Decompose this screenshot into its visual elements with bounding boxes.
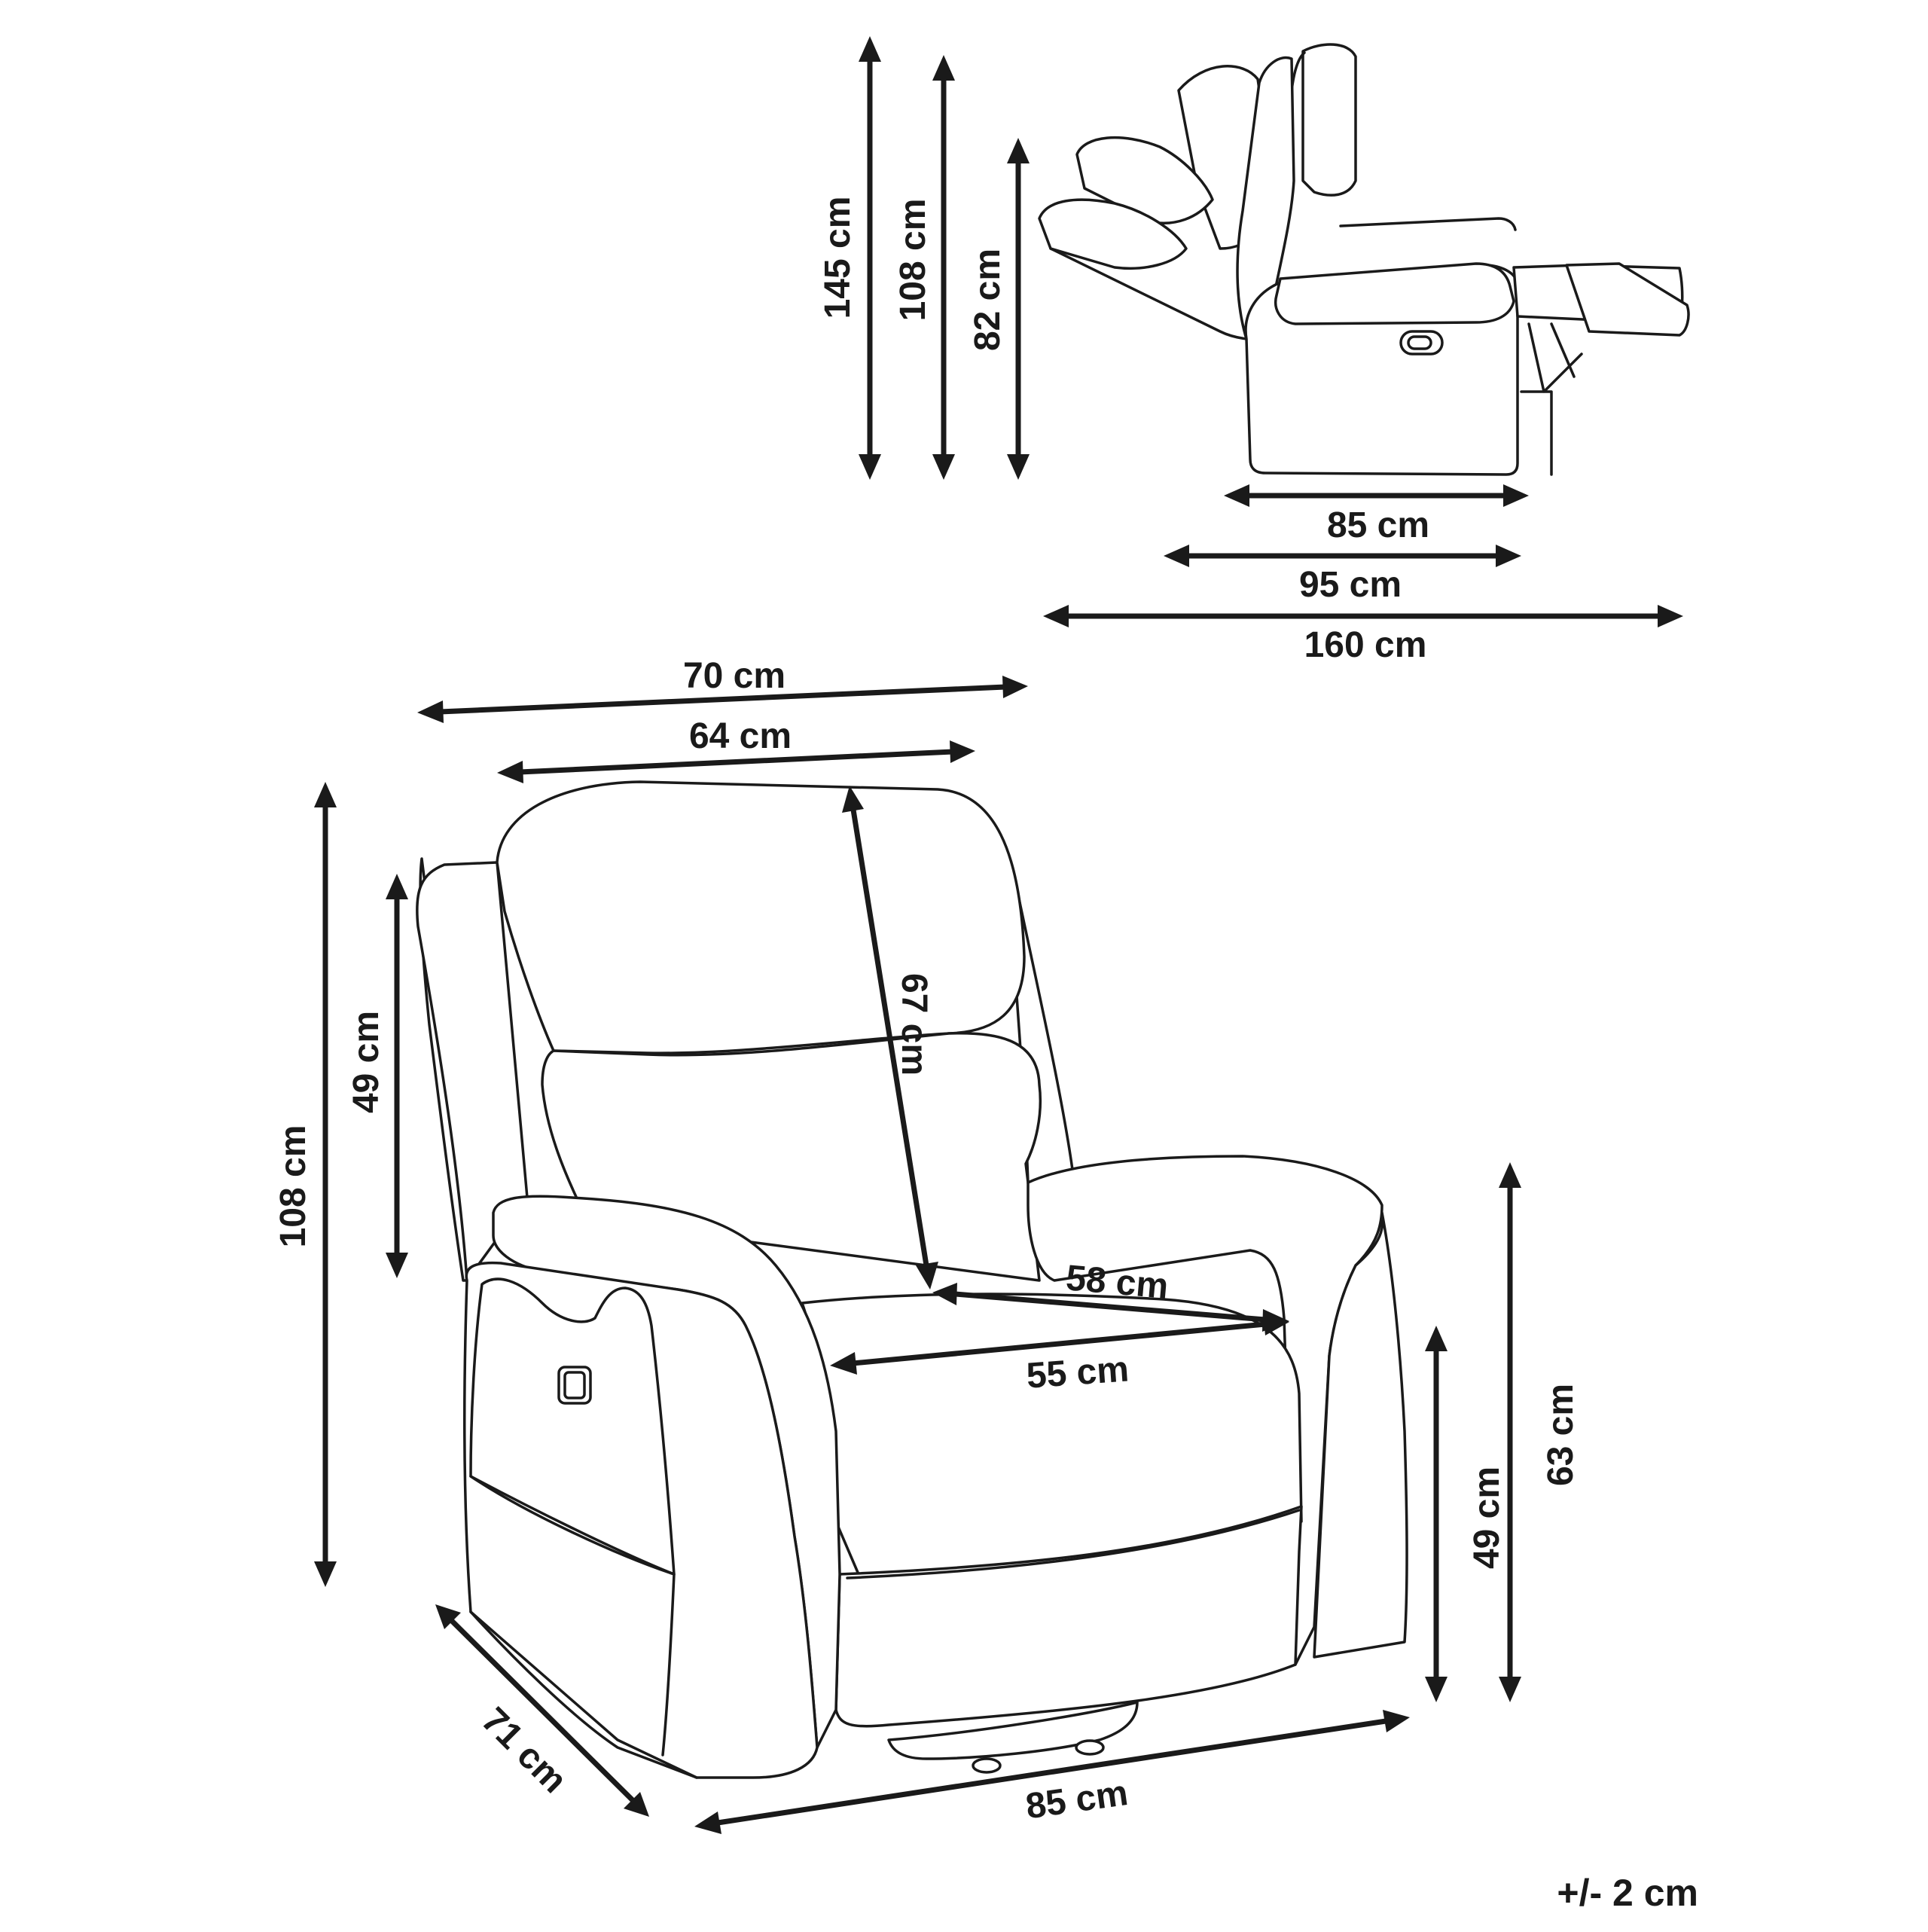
- chair-back-left-wing: [416, 861, 529, 1282]
- chair-foot-right: [1075, 1739, 1105, 1756]
- side-seat-line: [1339, 217, 1517, 231]
- side-height-145: 145 cm: [818, 197, 858, 319]
- side-footrest-extended: [1565, 262, 1690, 337]
- side-back-reclined: [1075, 136, 1214, 224]
- chair-headrest: [496, 780, 1026, 1055]
- tolerance-note: +/- 2 cm: [1557, 1872, 1698, 1914]
- side-back-flat: [1038, 198, 1188, 270]
- chair-recline-handle-inner: [563, 1371, 586, 1399]
- side-view-dimensions: 145 cm 108 cm 82 cm 85 cm 95 cm 160 cm: [818, 36, 1683, 665]
- chair-recline-handle: [557, 1366, 592, 1405]
- depth-71: 71 cm: [474, 1700, 575, 1801]
- side-back-frame: [1236, 56, 1295, 340]
- chair-foot-left: [972, 1757, 1002, 1774]
- side-footrest-mechanism: [1520, 322, 1583, 476]
- side-view-drawing: [1038, 43, 1690, 476]
- chair-seat-front-seam: [846, 1509, 1301, 1579]
- side-depth-85: 85 cm: [1327, 505, 1429, 545]
- width-64: 64 cm: [689, 716, 792, 756]
- side-depth-95: 95 cm: [1299, 565, 1402, 605]
- side-armrest: [1274, 262, 1515, 325]
- seat-width-58: 58 cm: [1064, 1258, 1170, 1307]
- depth-85: 85 cm: [1023, 1773, 1130, 1827]
- side-back-upright: [1301, 43, 1357, 197]
- height-49-left: 49 cm: [346, 1011, 386, 1113]
- side-back-flat-seam: [1049, 247, 1248, 340]
- chair-left-base-edge: [469, 1610, 698, 1779]
- side-handle-inner: [1407, 335, 1432, 350]
- arm-height-63: 63 cm: [1541, 1384, 1581, 1486]
- side-height-82: 82 cm: [968, 249, 1008, 351]
- chair-left-pocket-seam: [469, 1475, 676, 1757]
- seat-height-49: 49 cm: [1467, 1467, 1507, 1569]
- chair-base: [887, 1701, 1139, 1760]
- backrest-67: 67 cm: [894, 973, 934, 1076]
- side-height-108: 108 cm: [893, 199, 933, 322]
- width-70: 70 cm: [683, 656, 786, 696]
- seat-width-55: 55 cm: [1025, 1349, 1130, 1396]
- height-108: 108 cm: [273, 1125, 313, 1248]
- chair-right-side-panel: [1313, 1211, 1408, 1659]
- front-view-drawing: [416, 780, 1408, 1779]
- chair-seat-front: [834, 1505, 1303, 1728]
- side-depth-160: 160 cm: [1304, 625, 1427, 665]
